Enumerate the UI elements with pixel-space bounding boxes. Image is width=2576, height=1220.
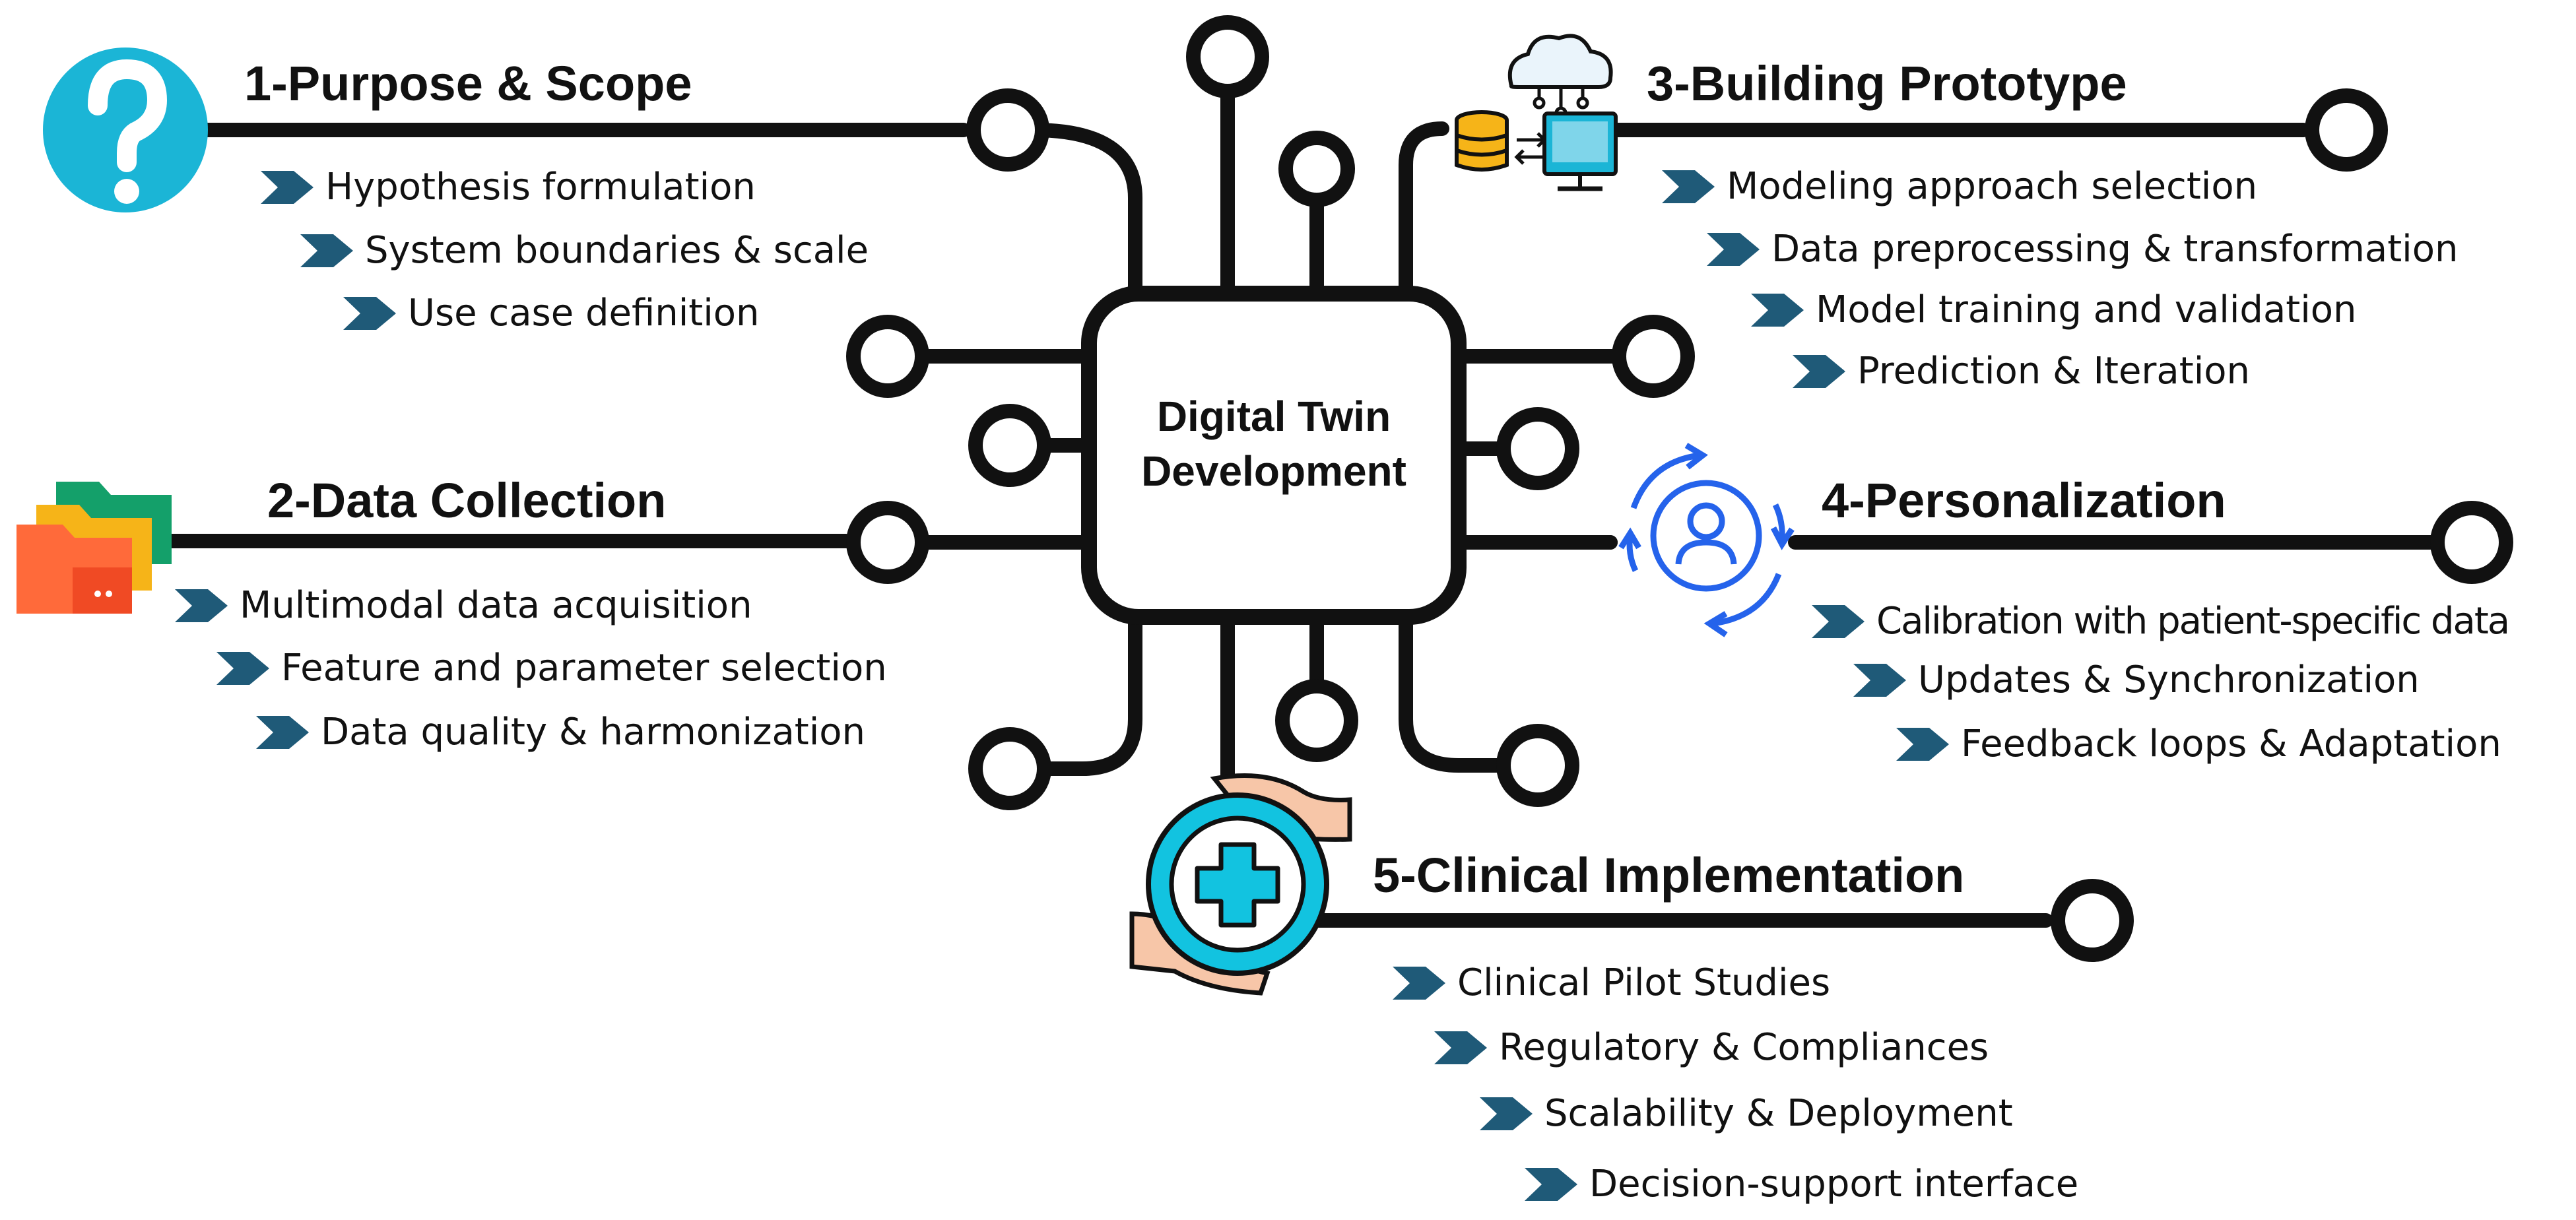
section-title-purpose: 1-Purpose & Scope bbox=[244, 56, 692, 111]
section-item-label: Feedback loops & Adaptation bbox=[1961, 722, 2501, 765]
central-chip bbox=[1081, 286, 1467, 625]
chevron-right-icon bbox=[256, 716, 309, 749]
section-item-label: Feature and parameter selection bbox=[281, 647, 887, 690]
chevron-right-icon bbox=[261, 171, 314, 204]
node-left-1 bbox=[846, 315, 929, 398]
chevron-right-icon bbox=[216, 652, 269, 685]
node-datacollection bbox=[846, 501, 929, 584]
center-label: Digital Twin Development bbox=[1096, 389, 1452, 499]
section-item: System boundaries & scale bbox=[300, 232, 869, 269]
section-item: Data quality & harmonization bbox=[256, 714, 865, 751]
node-right-1 bbox=[1612, 315, 1695, 398]
user-refresh-icon bbox=[1618, 443, 1795, 637]
section-item: Calibration with patient-specific data bbox=[1812, 600, 2510, 643]
chevron-right-icon bbox=[1707, 233, 1760, 266]
folders-icon bbox=[17, 482, 172, 614]
chevron-right-icon bbox=[1812, 605, 1865, 638]
trace-top-3 bbox=[1399, 121, 1449, 301]
section-item-label: Model training and validation bbox=[1816, 288, 2357, 331]
chevron-right-icon bbox=[1393, 967, 1445, 1000]
node-prototype bbox=[2305, 88, 2388, 172]
chevron-right-icon bbox=[300, 234, 353, 267]
node-purpose bbox=[966, 88, 1049, 172]
section-item: Hypothesis formulation bbox=[261, 169, 756, 206]
section-item: Decision-support interface bbox=[1525, 1166, 2078, 1203]
section-item: Modeling approach selection bbox=[1662, 168, 2257, 205]
node-left-2 bbox=[968, 404, 1051, 487]
chevron-right-icon bbox=[1793, 355, 1845, 388]
question-mark-icon bbox=[43, 48, 208, 212]
section-item-label: Regulatory & Compliances bbox=[1499, 1026, 1989, 1069]
section-item: Model training and validation bbox=[1751, 292, 2357, 329]
node-top-1 bbox=[1186, 15, 1269, 98]
trace-top-left bbox=[1026, 123, 1142, 301]
center-label-line-1: Digital Twin bbox=[1156, 393, 1391, 440]
section-item-label: System boundaries & scale bbox=[365, 229, 869, 272]
section-item-label: Scalability & Deployment bbox=[1544, 1092, 2013, 1135]
section-item: Regulatory & Compliances bbox=[1434, 1029, 1989, 1066]
section-item-label: Prediction & Iteration bbox=[1857, 350, 2250, 393]
node-bottom-mid bbox=[1275, 679, 1358, 762]
section-item: Clinical Pilot Studies bbox=[1393, 965, 1830, 1002]
section-item-label: Modeling approach selection bbox=[1727, 165, 2258, 208]
chevron-right-icon bbox=[343, 297, 396, 330]
cloud-database-computer-icon bbox=[1455, 34, 1618, 191]
node-bottom-left bbox=[968, 727, 1051, 810]
chevron-right-icon bbox=[1525, 1168, 1577, 1201]
section-item-label: Hypothesis formulation bbox=[325, 166, 756, 209]
section-title-prototype: 3-Building Prototype bbox=[1647, 56, 2127, 111]
section-item: Data preprocessing & transformation bbox=[1707, 231, 2458, 268]
hands-medical-cross-icon bbox=[1129, 773, 1352, 996]
section-item-label: Calibration with patient-specific data bbox=[1876, 600, 2510, 643]
section-title-personalization: 4-Personalization bbox=[1822, 473, 2226, 528]
section-item: Updates & Synchronization bbox=[1853, 662, 2420, 699]
node-right-2 bbox=[1496, 407, 1579, 490]
section-title-clinical: 5-Clinical Implementation bbox=[1373, 848, 1965, 903]
chevron-right-icon bbox=[175, 589, 228, 622]
chevron-right-icon bbox=[1662, 170, 1715, 203]
section-item: Prediction & Iteration bbox=[1793, 353, 2250, 390]
section-title-datacollection: 2-Data Collection bbox=[267, 473, 667, 528]
chevron-right-icon bbox=[1896, 728, 1949, 761]
trace-bottom-4 bbox=[1399, 610, 1509, 773]
trace-bottom-1 bbox=[1036, 610, 1142, 776]
center-label-line-2: Development bbox=[1141, 447, 1406, 496]
section-item-label: Updates & Synchronization bbox=[1918, 658, 2420, 701]
chevron-right-icon bbox=[1853, 664, 1906, 697]
section-item-label: Data preprocessing & transformation bbox=[1771, 228, 2459, 271]
section-item: Use case definition bbox=[343, 295, 760, 332]
section-item-label: Clinical Pilot Studies bbox=[1457, 961, 1831, 1004]
section-item: Feature and parameter selection bbox=[216, 650, 887, 687]
node-bottom-right bbox=[1496, 724, 1579, 807]
node-personalization bbox=[2430, 501, 2513, 584]
node-clinical bbox=[2051, 879, 2134, 962]
chevron-right-icon bbox=[1751, 294, 1804, 327]
section-item: Scalability & Deployment bbox=[1480, 1095, 2013, 1132]
node-top-2 bbox=[1278, 131, 1355, 207]
section-item-label: Multimodal data acquisition bbox=[240, 584, 752, 627]
section-item: Feedback loops & Adaptation bbox=[1896, 726, 2501, 763]
chevron-right-icon bbox=[1480, 1097, 1533, 1130]
section-item-label: Data quality & harmonization bbox=[321, 711, 866, 754]
section-item-label: Decision-support interface bbox=[1589, 1163, 2079, 1205]
chevron-right-icon bbox=[1434, 1031, 1487, 1064]
section-item: Multimodal data acquisition bbox=[175, 587, 752, 624]
section-item-label: Use case definition bbox=[408, 292, 760, 335]
terminal-nodes bbox=[846, 15, 2513, 962]
